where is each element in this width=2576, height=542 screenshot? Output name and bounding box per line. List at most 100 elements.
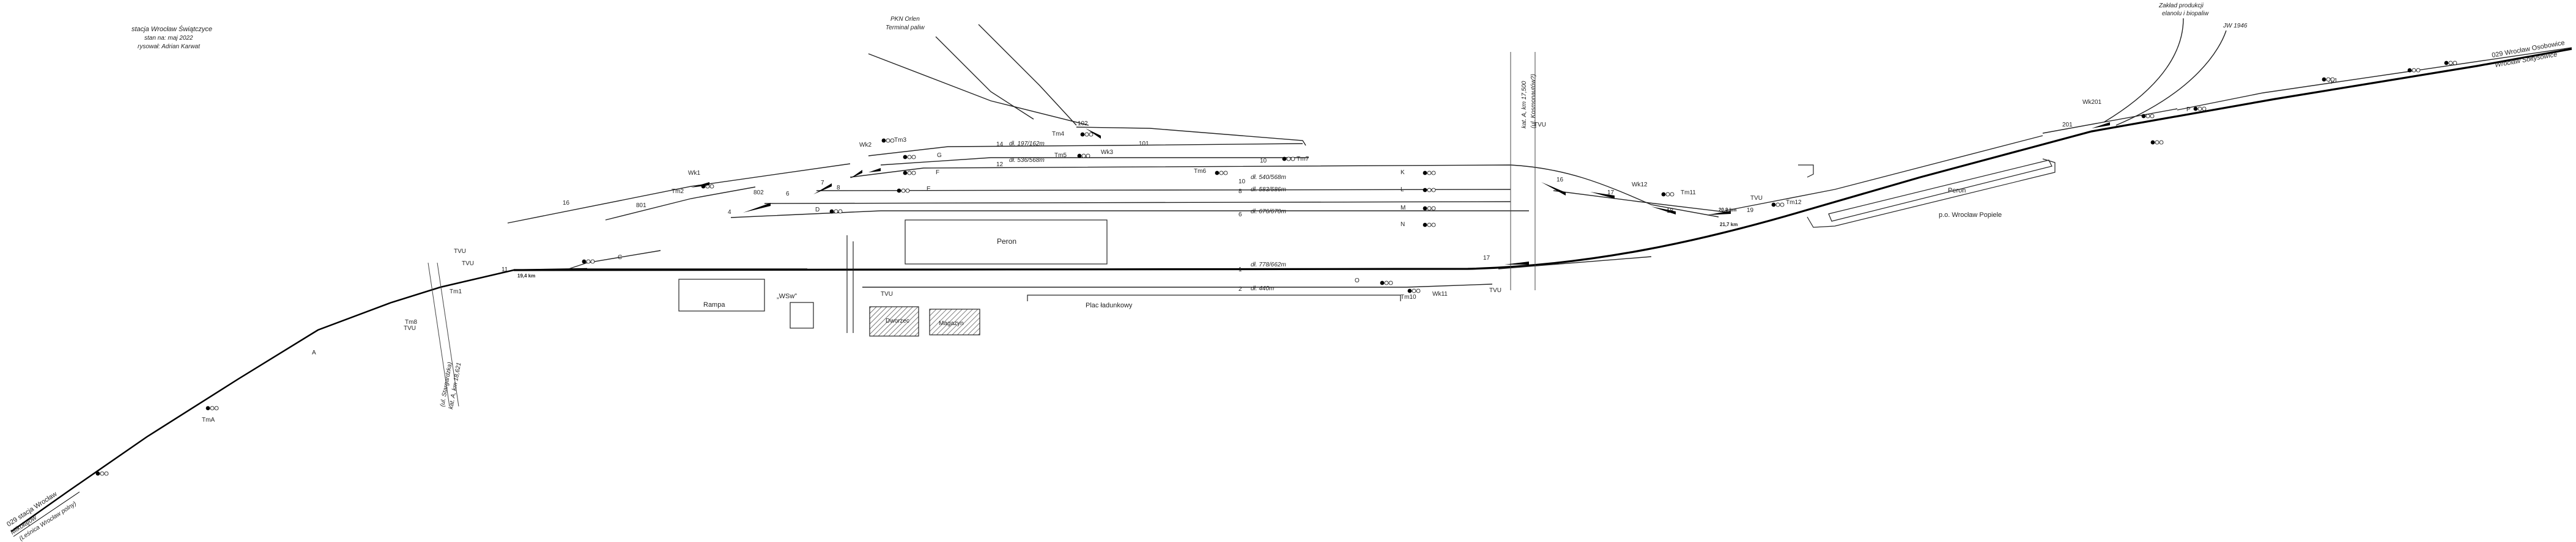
signal-lamp (205, 406, 210, 411)
signal-lamp (1407, 288, 1412, 293)
platform-outline-east (1807, 158, 2056, 228)
signal-lamp (2416, 68, 2421, 73)
switch-wedge (2092, 122, 2110, 128)
ws-building (790, 302, 814, 329)
track-orlen-3 (978, 24, 1077, 126)
signal-lamp (881, 138, 886, 143)
signal-glyph (1423, 170, 1436, 175)
num-8: 8 (837, 185, 840, 191)
num-4: 4 (728, 209, 731, 216)
signal-lamp (903, 155, 908, 159)
signal-lamp (1286, 156, 1291, 161)
signal-glyph (1077, 153, 1090, 158)
signal-lamp (1427, 170, 1432, 175)
signal-g: G (937, 152, 942, 159)
platform-outline-east-2 (1798, 164, 1814, 178)
jw-label: JW 1946 (2223, 23, 2248, 29)
signal-lamp (1427, 188, 1432, 192)
crossing-road-west-1 (427, 262, 450, 407)
tvu-label-a: TVU (454, 248, 466, 255)
track-16 (507, 163, 851, 224)
signal-lamp (907, 170, 912, 175)
track-201 (2042, 108, 2178, 134)
signal-glyph (1080, 132, 1094, 137)
signal-glyphs (95, 60, 2457, 476)
signal-lamp (590, 259, 595, 264)
switch-wedges (691, 122, 2110, 265)
terminal-label: Terminal paliw (886, 24, 925, 31)
track-12-length: dł. 536/568m (1009, 157, 1045, 164)
num-201: 201 (2062, 122, 2073, 128)
zaklad-label: Zakład produkcji (2158, 2, 2204, 9)
signal-lamp (2159, 140, 2164, 145)
signal-glyph (2407, 68, 2421, 73)
signal-tm11: Tm11 (1681, 189, 1696, 196)
signal-glyph (1423, 206, 1436, 211)
track-6-length: dł. 676/670m (1251, 208, 1286, 215)
signal-lamp (1431, 222, 1436, 227)
track-6 (764, 201, 1511, 204)
header-station: stacja Wrocław Świątczyce (131, 25, 212, 33)
signal-lamp (1775, 202, 1780, 207)
signal-wk2: Wk2 (859, 142, 872, 148)
signal-wk201: Wk201 (2082, 99, 2102, 106)
signal-lamp (2444, 60, 2449, 65)
track-14-length: dł. 197/162m (1009, 141, 1045, 147)
signal-tm3: Tm3 (894, 137, 906, 144)
peron-label-2: Peron (1948, 187, 1966, 194)
num-801: 801 (636, 202, 646, 209)
switch-wedge (1505, 262, 1529, 265)
rampa-label: Rampa (703, 301, 725, 309)
signal-glyph (881, 138, 895, 143)
switch-wedge (1706, 211, 1731, 215)
plac-area (1027, 295, 1401, 301)
signal-n: N (1401, 221, 1405, 228)
signal-lamp (1423, 170, 1427, 175)
track-801 (605, 186, 756, 221)
signal-lamp (2155, 140, 2160, 145)
signal-d: D (815, 207, 820, 213)
switch-wedge (850, 170, 862, 178)
signal-lamp (1431, 170, 1436, 175)
track-2-no: 2 (1238, 286, 1242, 293)
signal-lamp (838, 209, 843, 214)
switch-wedge (1590, 192, 1615, 199)
signal-wk3: Wk3 (1101, 149, 1113, 156)
track-10-no: 10 (1238, 178, 1246, 185)
signal-glyph (903, 155, 916, 159)
num-6: 6 (786, 191, 790, 197)
km-markers: 19,4 km 20,9 km 21,7 km (517, 207, 1738, 279)
signal-m: M (1401, 205, 1405, 211)
main-line (10, 48, 2572, 537)
signal-lamp (1215, 170, 1220, 175)
signal-lamp (1290, 156, 1295, 161)
signal-tma: TmA (202, 417, 215, 423)
signal-lamp (2145, 114, 2150, 119)
signal-lamp (1077, 153, 1082, 158)
num-19: 19 (1747, 207, 1754, 214)
magazyn-building (929, 309, 980, 335)
signal-lamp (2448, 60, 2453, 65)
signal-wk1: Wk1 (688, 170, 700, 177)
signal-tm2: Tm2 (672, 188, 684, 195)
signal-lamp (2197, 106, 2202, 111)
track-2 (862, 284, 1493, 288)
signal-lamp (1670, 192, 1675, 197)
signal-lamp (911, 170, 916, 175)
km-marker-3: 21,7 km (1720, 222, 1738, 227)
signal-lamp (1412, 288, 1416, 293)
signal-lamp (1282, 156, 1287, 161)
signal-tm6: Tm6 (1194, 168, 1206, 175)
switch-wedge (1541, 182, 1566, 196)
magazyn-label: Magazyn (939, 320, 964, 327)
num-17: 17 (1607, 189, 1615, 196)
dworzec-building (869, 306, 919, 337)
signal-glyph (2150, 140, 2164, 145)
signal-e: E (927, 186, 931, 192)
dworzec-label: Dworzec (886, 318, 909, 324)
signal-wk12: Wk12 (1632, 181, 1648, 188)
track-10 (849, 164, 1719, 218)
track-8-length: dł. 583/586m (1251, 186, 1286, 193)
switch-wedge (1651, 207, 1676, 214)
tvu-label-f: TVU (1750, 195, 1763, 202)
